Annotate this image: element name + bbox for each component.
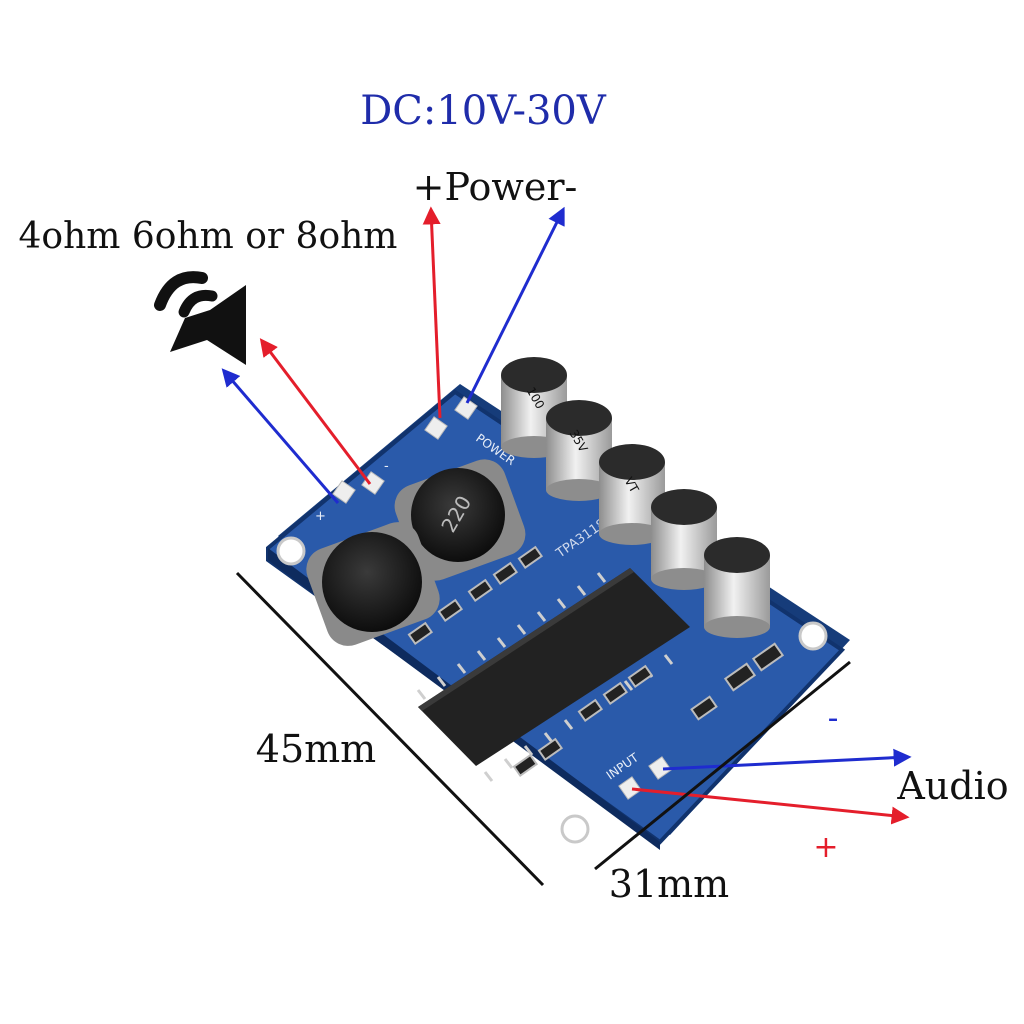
input-pad-plus: [618, 776, 642, 800]
power-label: +Power-: [413, 165, 578, 209]
length-label: 45mm: [256, 727, 376, 771]
input-pad-minus: [648, 756, 672, 780]
audio-label: Audio: [896, 764, 1008, 808]
speaker-minus-arrow: [221, 368, 340, 504]
inductor-2: [306, 522, 440, 646]
mount-hole-top: [276, 536, 306, 566]
audio-minus-arrow: [662, 748, 912, 771]
speaker-pad-minus: [332, 480, 356, 504]
audio-plus-label: +: [813, 830, 838, 865]
power-pad-plus: [424, 416, 448, 440]
power-pad-minus: [454, 396, 478, 420]
power-plus-arrow: [422, 206, 442, 419]
inductor-1: 220: [394, 459, 526, 581]
mount-hole-right: [798, 621, 828, 651]
capacitor-5: [704, 537, 770, 638]
speaker-icon: [154, 271, 246, 365]
width-dimension-line: [594, 660, 851, 871]
mount-hole-bottom: [560, 814, 590, 844]
speaker-impedance-label: 4ohm 6ohm or 8ohm: [19, 216, 398, 257]
capacitor-3: VT: [599, 444, 665, 545]
audio-minus-label: -: [828, 701, 839, 736]
capacitor-2: 35V: [546, 400, 612, 501]
speaker-plus-arrow: [259, 338, 372, 485]
speaker-silk-minus: -: [384, 459, 389, 474]
speaker-silk-plus: +: [315, 509, 326, 524]
amplifier-board: POWER - + 220 TPA3118: [266, 357, 850, 850]
length-dimension-line: [235, 571, 545, 887]
audio-plus-arrow: [631, 787, 910, 825]
width-label: 31mm: [609, 862, 729, 906]
power-minus-arrow: [465, 206, 565, 404]
smd-components: [407, 545, 785, 778]
dc-range-label: DC:10V-30V: [360, 88, 607, 134]
capacitors: 100 35V VT: [501, 357, 770, 638]
